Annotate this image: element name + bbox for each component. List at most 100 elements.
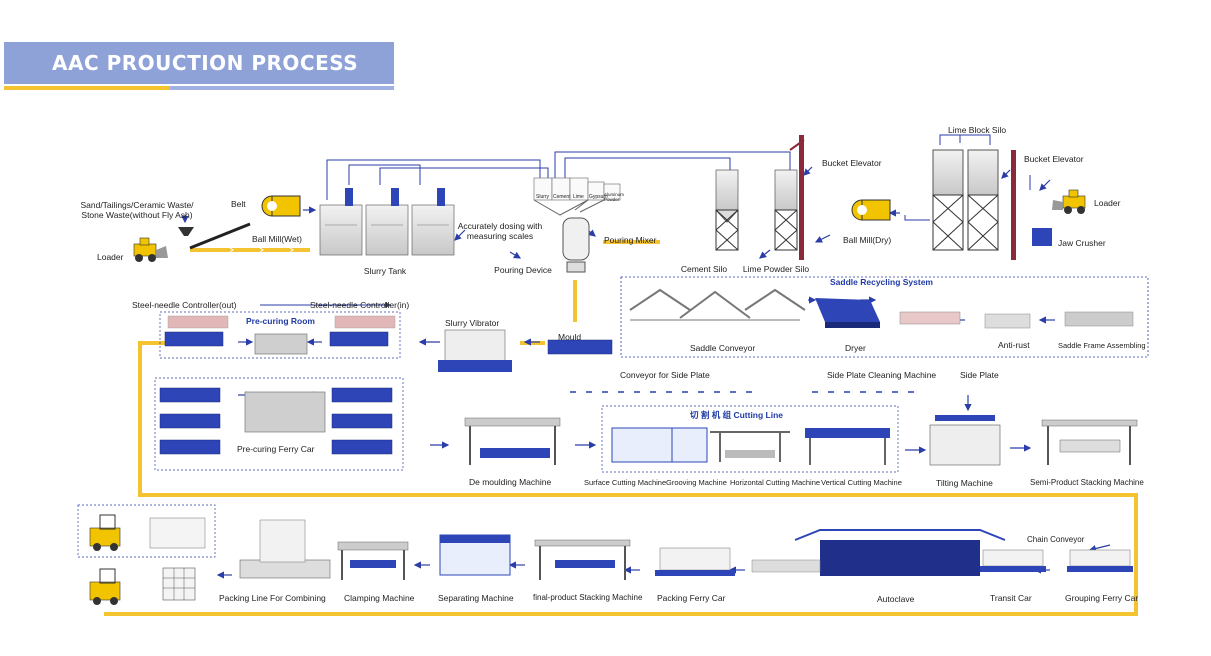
label-chain-conveyor: Chain Conveyor <box>1027 535 1085 544</box>
label-scale-cement: Cement <box>553 194 571 200</box>
surface-cutting-icon <box>611 427 708 463</box>
loader-right-icon <box>1052 189 1086 214</box>
label-ball-mill-dry: Ball Mill(Dry) <box>843 235 892 245</box>
title-underline-yellow <box>4 86 170 90</box>
packing-ferry-car-icon <box>655 547 735 576</box>
label-grooving: Grooving Machine <box>666 478 727 487</box>
horizontal-cutting-icon <box>710 431 790 462</box>
label-packing-line: Packing Line For Combining <box>219 593 326 603</box>
semi-stacking-icon <box>1041 419 1138 465</box>
title-underline-blue <box>170 86 394 90</box>
vertical-cutting-icon <box>805 428 890 465</box>
label-jaw-crusher: Jaw Crusher <box>1058 238 1106 248</box>
label-ball-mill-wet: Ball Mill(Wet) <box>252 234 302 244</box>
clamping-machine-icon <box>337 541 409 580</box>
label-steel-out: Steel-needle Controller(out) <box>132 300 237 310</box>
label-slurry-tank: Slurry Tank <box>363 266 407 276</box>
label-lime-block-silo: Lime Block Silo <box>948 125 1007 135</box>
label-autoclave: Autoclave <box>877 594 915 604</box>
label-slurry-vibrator: Slurry Vibrator <box>445 318 500 328</box>
anti-rust-icon <box>899 311 1031 329</box>
label-scale-slurry: Slurry <box>536 194 550 200</box>
pre-curing-room-box <box>159 311 401 359</box>
storage-box <box>77 504 216 558</box>
label-transit-car: Transit Car <box>990 593 1032 603</box>
label-clamping: Clamping Machine <box>344 593 415 603</box>
label-side-plate-cleaning: Side Plate Cleaning Machine <box>827 370 937 380</box>
slurry-vibrator-icon <box>438 329 512 372</box>
material-pipes <box>260 134 1031 308</box>
final-stacking-icon <box>534 539 631 580</box>
label-packing-ferry: Packing Ferry Car <box>657 593 726 603</box>
label-conveyor-side-plate: Conveyor for Side Plate <box>620 370 710 380</box>
lime-powder-silo-icon <box>774 169 798 251</box>
label-pouring-device: Pouring Device <box>494 265 552 275</box>
cement-silo-icon <box>715 169 739 251</box>
label-pre-curing-ferry: Pre-curing Ferry Car <box>237 444 315 454</box>
measuring-scales <box>533 177 621 216</box>
steel-needle-racks <box>167 315 396 329</box>
label-cement-silo: Cement Silo <box>680 264 728 274</box>
label-saddle-system: Saddle Recycling System <box>830 277 933 287</box>
bucket-elevator-1-icon <box>789 135 805 260</box>
label-demoulding: De moulding Machine <box>469 477 552 487</box>
label-bucket-elevator-2: Bucket Elevator <box>1024 154 1084 164</box>
label-steel-in: Steel-needle Controller(in) <box>310 300 410 310</box>
transit-car-icon <box>980 549 1046 572</box>
label-sand: Sand/Tailings/Ceramic Waste/Stone Waste(… <box>80 200 194 220</box>
label-mould: Mould <box>558 332 582 342</box>
label-dryer: Dryer <box>845 343 866 353</box>
label-tilting: Tilting Machine <box>936 478 993 488</box>
label-cutting-line: 切 割 机 组 Cutting Line <box>690 410 784 420</box>
ball-mill-dry-icon <box>851 199 891 221</box>
label-surface-cutting: Surface Cutting Machine <box>584 478 667 487</box>
label-vertical-cutting: Vertical Cutting Machine <box>821 478 902 487</box>
label-bucket-elevator-1: Bucket Elevator <box>822 158 882 168</box>
packing-line-icon <box>239 519 331 579</box>
ball-mill-wet-icon <box>261 195 301 217</box>
label-loader-left: Loader <box>97 252 124 262</box>
label-separating: Separating Machine <box>438 593 514 603</box>
bucket-elevator-2-icon <box>1011 150 1016 260</box>
ferry-cars <box>244 333 326 433</box>
label-pouring-mixer: Pouring Mixer <box>604 235 657 245</box>
label-final-stacking: final-product Stacking Machine <box>533 593 643 602</box>
pouring-device-icon <box>562 217 590 273</box>
forklift-top-icon <box>89 514 206 551</box>
moulds-blue <box>159 331 613 455</box>
label-grouping-ferry: Grouping Ferry Car <box>1065 593 1139 603</box>
saddle-frame-icon <box>1064 311 1134 327</box>
saddle-recycling-box <box>620 276 1149 358</box>
belt-conveyor <box>178 222 251 250</box>
label-loader-right: Loader <box>1094 198 1121 208</box>
cutting-line-box <box>601 405 899 473</box>
flow-chevrons <box>229 247 294 253</box>
forklift-bottom-icon <box>89 567 196 605</box>
label-scale-gypsum: Gypsum <box>589 194 608 200</box>
label-horizontal-cutting: Horizontal Cutting Machine <box>730 478 821 487</box>
label-saddle-conveyor: Saddle Conveyor <box>690 343 756 353</box>
autoclave-icon <box>751 529 1006 576</box>
dryer-icon <box>815 298 880 328</box>
page-title: AAC PROUCTION PROCESS <box>52 51 359 75</box>
label-lime-powder-silo: Lime Powder Silo <box>742 264 810 274</box>
loader-left-icon <box>133 237 168 262</box>
separating-machine-icon <box>439 534 511 576</box>
main-flow-line <box>104 240 1138 616</box>
label-belt: Belt <box>231 199 246 209</box>
saddle-conveyor-icon <box>629 288 806 321</box>
label-pre-curing-room: Pre-curing Room <box>246 316 315 326</box>
pre-curing-ferry-box <box>154 377 404 471</box>
tilting-machine-icon <box>929 415 1001 466</box>
page-title-banner: AAC PROUCTION PROCESS <box>4 42 394 84</box>
label-scale-lime: Lime <box>573 194 584 200</box>
grouping-ferry-car-icon <box>1067 549 1133 572</box>
demoulding-machine-icon <box>464 417 561 465</box>
label-semi-stacking: Semi-Product Stacking Machine <box>1030 478 1144 487</box>
label-saddle-frame: Saddle Frame Assembling <box>1058 341 1146 350</box>
label-side-plate: Side Plate <box>960 370 999 380</box>
lime-block-silos <box>932 149 999 251</box>
